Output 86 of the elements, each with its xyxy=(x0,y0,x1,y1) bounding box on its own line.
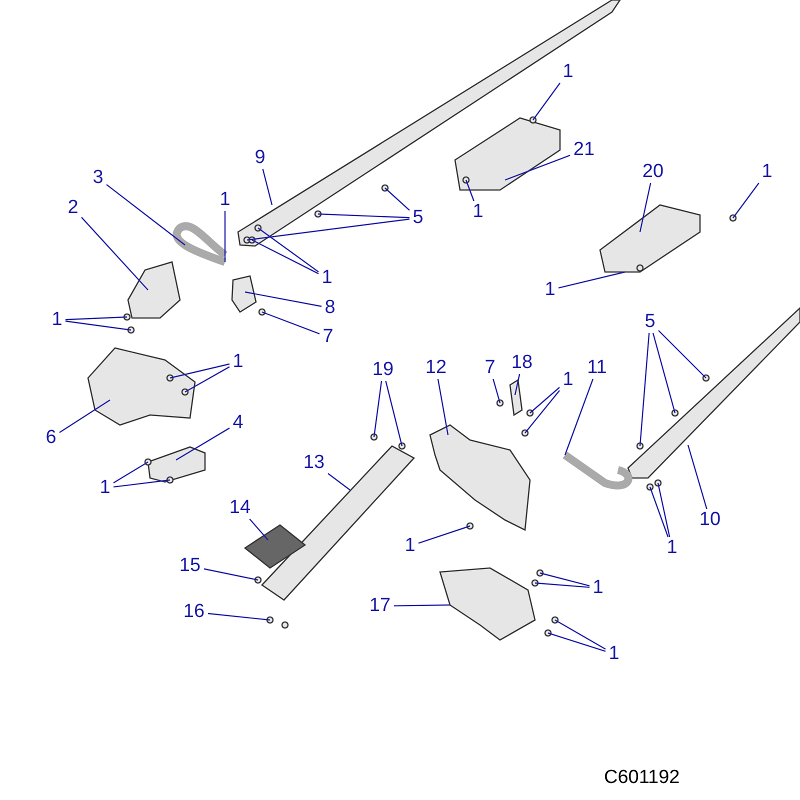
callout-number: 1 xyxy=(232,352,244,372)
leader-line xyxy=(204,568,258,581)
leader-line xyxy=(540,572,590,586)
callout-number: 1 xyxy=(592,578,604,598)
callout-number: 4 xyxy=(232,413,244,433)
leader-line xyxy=(384,188,410,211)
leader-line xyxy=(244,291,322,307)
leader-line xyxy=(564,378,594,456)
callout-number: 3 xyxy=(92,168,104,188)
callout-number: 10 xyxy=(699,510,721,530)
callout-number: 1 xyxy=(544,280,556,300)
callout-number: 9 xyxy=(254,148,266,168)
leader-line xyxy=(554,619,606,650)
leader-line xyxy=(548,632,606,652)
callout-number: 13 xyxy=(303,453,325,473)
callout-number: 1 xyxy=(762,162,772,182)
leader-line xyxy=(65,320,132,331)
callout-number: 17 xyxy=(369,596,391,616)
leader-line xyxy=(534,582,590,588)
leader-line xyxy=(184,366,230,393)
leader-line xyxy=(262,168,273,206)
callout-number: 5 xyxy=(412,208,424,228)
callout-number: 14 xyxy=(229,498,251,518)
leader-line xyxy=(373,380,382,438)
callout-number: 21 xyxy=(573,140,595,160)
callout-number: 7 xyxy=(322,327,334,347)
leader-line xyxy=(249,518,268,540)
leader-line xyxy=(437,378,449,436)
callout-number: 19 xyxy=(372,360,394,380)
leader-line xyxy=(514,374,520,396)
callout-number: 1 xyxy=(52,310,62,330)
leader-line xyxy=(649,486,669,538)
leader-line xyxy=(208,612,270,621)
leader-line xyxy=(492,378,501,404)
callout-number: 6 xyxy=(46,428,56,448)
leader-line xyxy=(558,271,626,289)
callout-number: 1 xyxy=(322,268,332,288)
callout-number: 1 xyxy=(404,536,416,556)
leader-line xyxy=(59,400,110,434)
leader-line xyxy=(170,363,230,379)
leader-line xyxy=(639,182,652,232)
leader-line xyxy=(532,82,560,120)
leader-line xyxy=(732,182,760,218)
leader-line xyxy=(262,311,320,334)
callout-number: 1 xyxy=(562,370,574,390)
callout-number: 1 xyxy=(472,202,484,222)
callout-number: 1 xyxy=(100,478,110,498)
drawing-number: C601192 xyxy=(604,767,680,789)
leader-line xyxy=(113,479,170,488)
callout-number: 1 xyxy=(608,644,620,664)
callout-number: 1 xyxy=(562,62,574,82)
leader-line xyxy=(246,218,410,241)
leader-line xyxy=(258,228,319,272)
leader-line xyxy=(524,390,560,434)
leader-line xyxy=(106,184,186,246)
callout-number: 5 xyxy=(644,312,656,332)
leader-line xyxy=(658,330,706,378)
callout-number: 1 xyxy=(666,538,678,558)
callout-number: 2 xyxy=(68,198,78,218)
leader-line xyxy=(687,444,708,510)
callout-number: 20 xyxy=(642,162,664,182)
leader-line xyxy=(652,332,676,414)
callout-number: 15 xyxy=(179,556,201,576)
leader-line xyxy=(465,180,474,202)
leader-line xyxy=(328,473,350,490)
callout-number: 16 xyxy=(183,602,205,622)
leader-line xyxy=(657,482,670,538)
leader-line xyxy=(504,154,570,181)
leader-line xyxy=(318,213,410,218)
leader-line xyxy=(394,604,450,606)
leader-line xyxy=(65,316,128,320)
callout-number: 12 xyxy=(425,358,447,378)
leader-line xyxy=(530,386,560,414)
callout-number: 8 xyxy=(324,298,336,318)
callout-number: 18 xyxy=(511,353,533,373)
leader-line xyxy=(252,239,319,274)
leader-line xyxy=(639,332,650,446)
leader-line xyxy=(418,525,470,544)
leader-line xyxy=(385,380,403,446)
leader-line xyxy=(81,216,148,290)
callout-number: 11 xyxy=(587,358,607,378)
callout-number: 7 xyxy=(484,358,496,378)
leader-line xyxy=(224,211,226,262)
leader-line xyxy=(176,428,230,461)
leader-line xyxy=(113,461,148,484)
callout-number: 1 xyxy=(220,190,230,210)
